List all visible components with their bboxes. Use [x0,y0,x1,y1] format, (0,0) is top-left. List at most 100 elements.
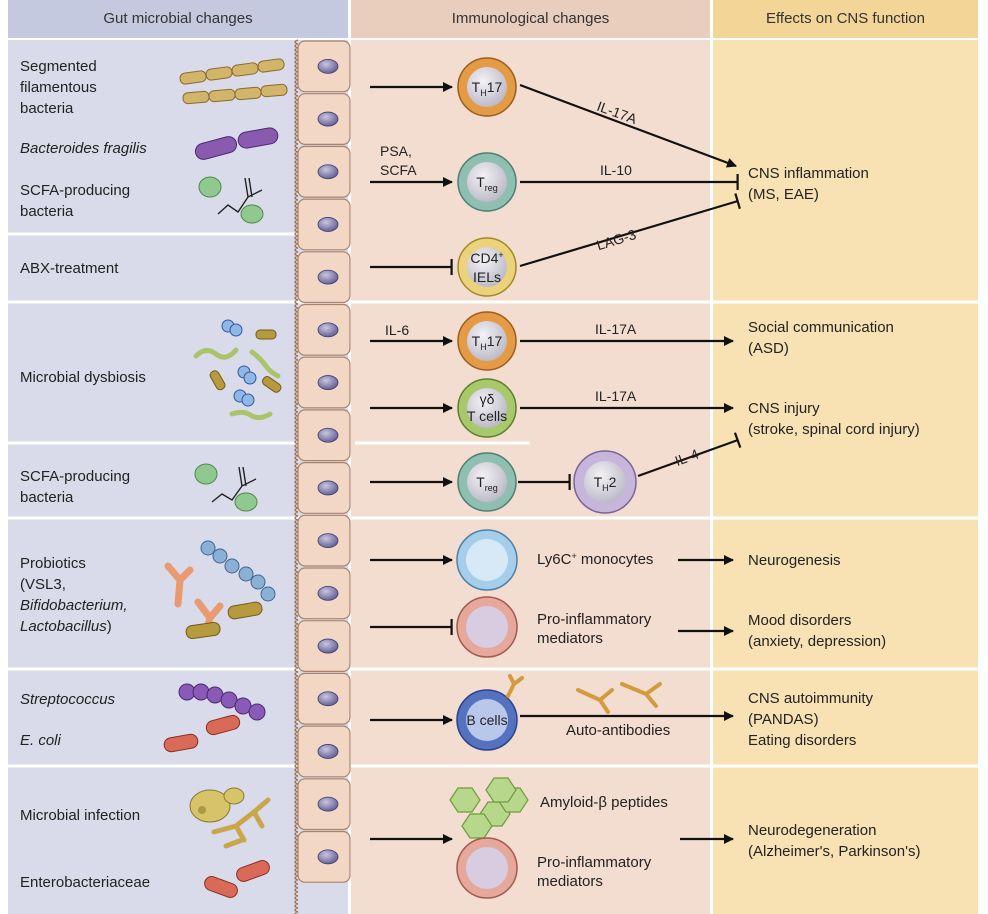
effect-cns-inflammation: CNS inflammation [748,165,869,182]
sfb-filaments-icon [179,58,288,105]
label-il6: IL-6 [385,322,410,338]
microvilli-fringe [294,39,299,914]
treg-1-t: T [476,174,485,190]
epithelial-nucleus [317,269,339,285]
label-th17-1: TH17 [462,79,512,98]
th17-cell-1 [457,57,517,117]
label-sfb-3: bacteria [20,100,74,117]
th17-2-t: T [471,333,481,349]
effect-autoimmunity: CNS autoimmunity [748,690,874,707]
label-sfb-1: Segmented [20,58,97,75]
label-cd4-iel: CD4+ IELs [457,250,517,286]
label-bcells: B cells [466,712,508,728]
epithelial-nucleus [317,638,339,654]
epithelial-nucleus [317,533,339,549]
th17-2-rest: 17 [486,333,503,349]
label-autoantibodies: Auto-antibodies [566,722,671,739]
intestinal-epithelium [294,39,351,914]
cns-panel [713,40,978,914]
scfa-bacteria-icon-2 [194,463,258,512]
label-proinf-1b: mediators [537,630,603,647]
th2-cell [573,450,637,514]
effect-cns-injury: CNS injury [748,400,820,417]
dysbiosis-mix-icon [193,319,282,421]
label-scfa2-2: bacteria [20,489,74,506]
probiotics-icon [164,540,276,640]
streptococcus-chain-icon [178,683,266,721]
scfa-bacteria-icon-1 [198,176,264,224]
th2-rest: 2 [608,474,617,490]
gut-panel [8,40,348,914]
label-streptococcus: Streptococcus [20,691,116,708]
effect-ms-eae: (MS, EAE) [748,186,819,203]
header-immuno-bg [351,0,710,38]
label-scfa1-1: SCFA-producing [20,182,131,199]
label-th2: TH2 [580,474,630,493]
label-treg-2: Treg [462,474,512,493]
epithelial-nucleus [317,164,339,180]
label-scfa2-1: SCFA-producing [20,468,131,485]
th2-t: T [593,474,603,490]
effect-injury-detail: (stroke, spinal cord injury) [748,421,920,438]
label-probiotics-1: Probiotics [20,555,86,572]
label-th17-2: TH17 [462,333,512,352]
label-proinf-2b: mediators [537,873,603,890]
treg-2-t: T [476,474,485,490]
header-immuno: Immunological changes [451,10,610,27]
treg-2-sub: reg [484,483,498,493]
iel-sup: + [498,250,504,260]
cd4-iel-cell [457,237,517,297]
epithelial-nucleus [317,691,339,707]
label-bacteroides: Bacteroides fragilis [20,140,147,157]
gut-to-immune-arrows [370,82,453,844]
epithelial-nucleus [317,796,339,812]
th2-sub: H [602,483,609,493]
iel-iels: IELs [472,269,501,285]
epithelial-nucleus [317,111,339,127]
iel-cd4: CD4 [470,250,499,266]
ecoli-rods-icon [163,714,241,753]
proinflammatory-cell-2 [456,837,518,899]
header-gut-bg [8,0,348,38]
epithelial-nucleus [317,217,339,232]
epithelial-nucleus [317,849,339,865]
effect-neurogenesis: Neurogenesis [748,552,841,569]
treg-cell-2 [457,452,517,512]
header-gut: Gut microbial changes [103,10,253,27]
label-sfb-2: filamentous [20,79,97,96]
header-cns-bg [713,0,978,38]
label-enterobacteriaceae: Enterobacteriaceae [20,874,151,891]
label-il17a-injury: IL-17A [595,388,637,404]
bacteroides-rods-icon [194,127,279,160]
epithelial-nucleus [317,480,339,496]
epithelial-nucleus [317,322,339,338]
label-proinf-1a: Pro-inflammatory [537,611,652,628]
immune-to-cns-arrows [518,83,742,844]
proinflammatory-cell-1 [456,596,518,658]
label-ecoli: E. coli [20,732,61,749]
label-dysbiosis: Microbial dysbiosis [20,369,146,386]
label-probiotics-close: ) [106,618,112,635]
b-cell [456,674,524,751]
label-infection: Microbial infection [20,807,141,824]
effect-social: Social communication [748,319,894,336]
epithelial-nucleus [317,375,339,390]
th17-cell-2 [457,311,517,371]
label-probiotics-2: (VSL3, [20,576,66,593]
label-scfa1-2: bacteria [20,203,74,220]
th17-1-t: T [471,79,481,95]
epithelial-nucleus [317,744,339,759]
effect-pandas: (PANDAS) [748,711,819,728]
gamma-delta-t-cell [457,378,517,438]
label-il17a-asd: IL-17A [595,321,637,337]
treg-cell-1 [457,152,517,212]
label-ly6c: Ly6C+ monocytes [537,549,653,572]
gd-tcells: T cells [466,408,508,424]
effect-neurodeg-detail: (Alzheimer's, Parkinson's) [748,843,921,860]
epithelial-nucleus [317,58,339,74]
label-treg-1: Treg [462,174,512,193]
enterobacteriaceae-rods-icon [204,860,270,898]
epithelial-nucleus [317,427,339,443]
